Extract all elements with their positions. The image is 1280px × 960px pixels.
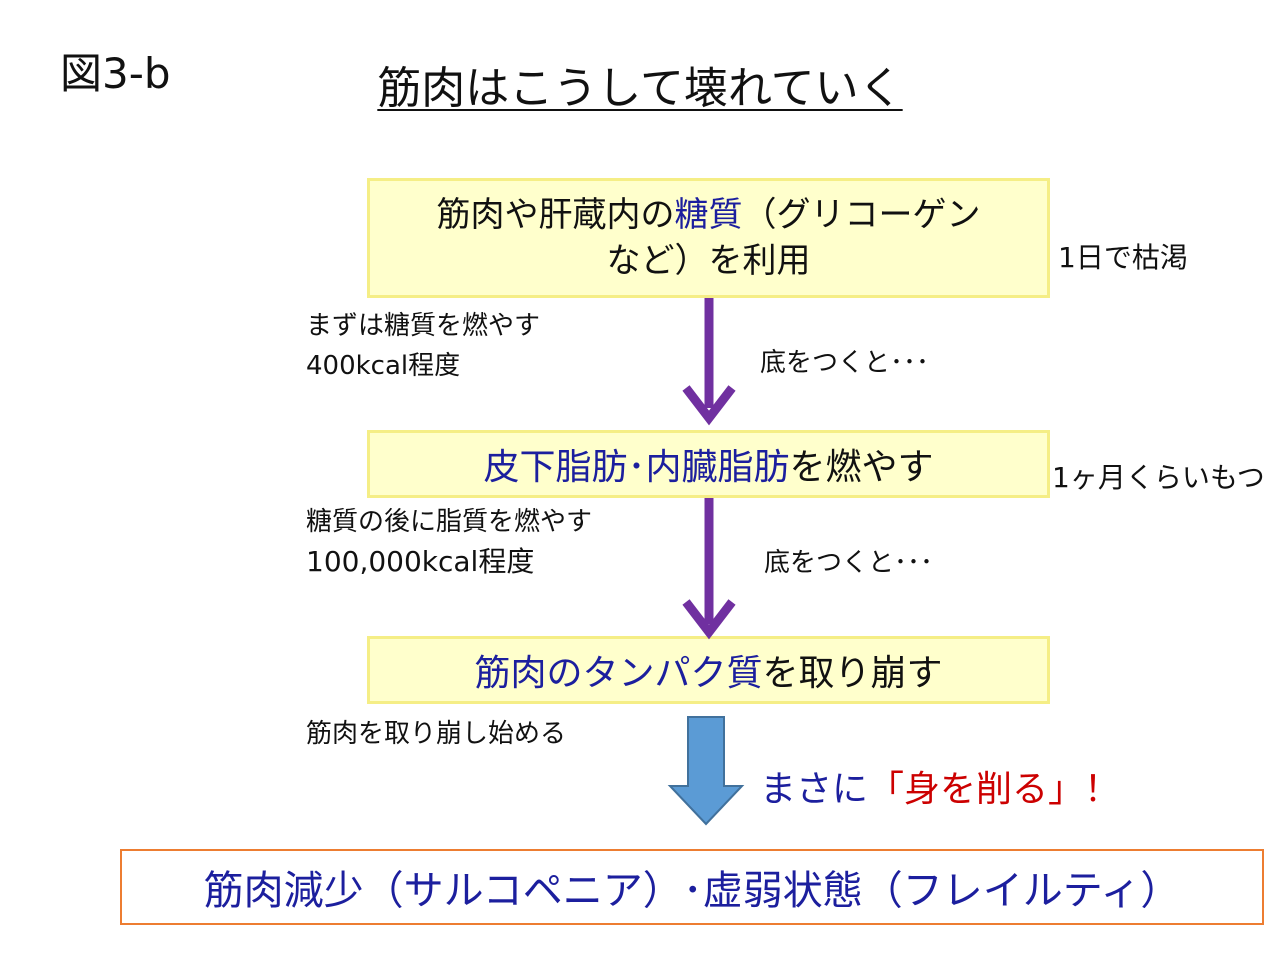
title-text: 筋肉はこうして壊れていく	[377, 63, 903, 114]
step1-post: （グリコーゲン	[742, 195, 981, 235]
step3-highlight: 筋肉のタンパク質	[474, 653, 763, 694]
step-box-glycogen-line2: など）を利用	[606, 241, 811, 281]
arrow-step1-to-step2	[682, 298, 736, 426]
note-glycogen-line2: 400kcal程度	[306, 351, 461, 381]
figure-label: 図3-b	[60, 49, 171, 98]
bottom-out-label-2: 底をつくと･･･	[764, 548, 934, 578]
bottom-out-label-1: 底をつくと･･･	[760, 348, 930, 378]
result-box: 筋肉減少（サルコペニア）･虚弱状態（フレイルティ）	[120, 849, 1264, 925]
note-fat: 糖質の後に脂質を燃やす 100,000kcal程度	[306, 502, 592, 582]
step-box-glycogen: 筋肉や肝蔵内の糖質（グリコーゲン など）を利用	[367, 178, 1050, 298]
duration-glycogen: 1日で枯渇	[1058, 241, 1188, 274]
page-title: 筋肉はこうして壊れていく	[0, 52, 1280, 116]
step-box-fat-text: 皮下脂肪･内臓脂肪を燃やす	[483, 438, 933, 490]
note-glycogen-line1: まずは糖質を燃やす	[306, 311, 541, 341]
exclaim-highlight: 「身を削る」	[868, 769, 1085, 810]
block-arrow-down	[667, 716, 745, 826]
step-box-glycogen-line1: 筋肉や肝蔵内の糖質（グリコーゲン	[437, 192, 981, 238]
step2-highlight: 皮下脂肪･内臓脂肪	[483, 447, 790, 488]
arrow-step2-to-step3	[682, 498, 736, 640]
step1-highlight: 糖質	[674, 195, 743, 235]
exclaim-post: ！	[1084, 769, 1121, 810]
step1-pre: 筋肉や肝蔵内の	[436, 195, 675, 235]
step3-post: を取り崩す	[762, 653, 943, 694]
step-box-glycogen-text: 筋肉や肝蔵内の糖質（グリコーゲン など）を利用	[437, 192, 981, 284]
note-fat-line1: 糖質の後に脂質を燃やす	[306, 507, 593, 537]
step-box-fat: 皮下脂肪･内臓脂肪を燃やす	[367, 430, 1050, 498]
step2-post: を燃やす	[789, 447, 934, 488]
arrow-head-2	[682, 599, 736, 640]
exclaim-pre: まさに	[760, 769, 869, 810]
exclaim-text: まさに「身を削る」！	[760, 760, 1120, 812]
step-box-protein-text: 筋肉のタンパク質を取り崩す	[474, 644, 942, 696]
arrow-head-1	[682, 385, 736, 426]
note-protein: 筋肉を取り崩し始める	[306, 719, 567, 749]
result-text: 筋肉減少（サルコペニア）･虚弱状態（フレイルティ）	[203, 868, 1181, 914]
duration-fat: 1ヶ月くらいもつ	[1052, 461, 1265, 494]
note-fat-line2: 100,000kcal程度	[306, 545, 535, 578]
note-glycogen: まずは糖質を燃やす 400kcal程度	[306, 306, 540, 386]
